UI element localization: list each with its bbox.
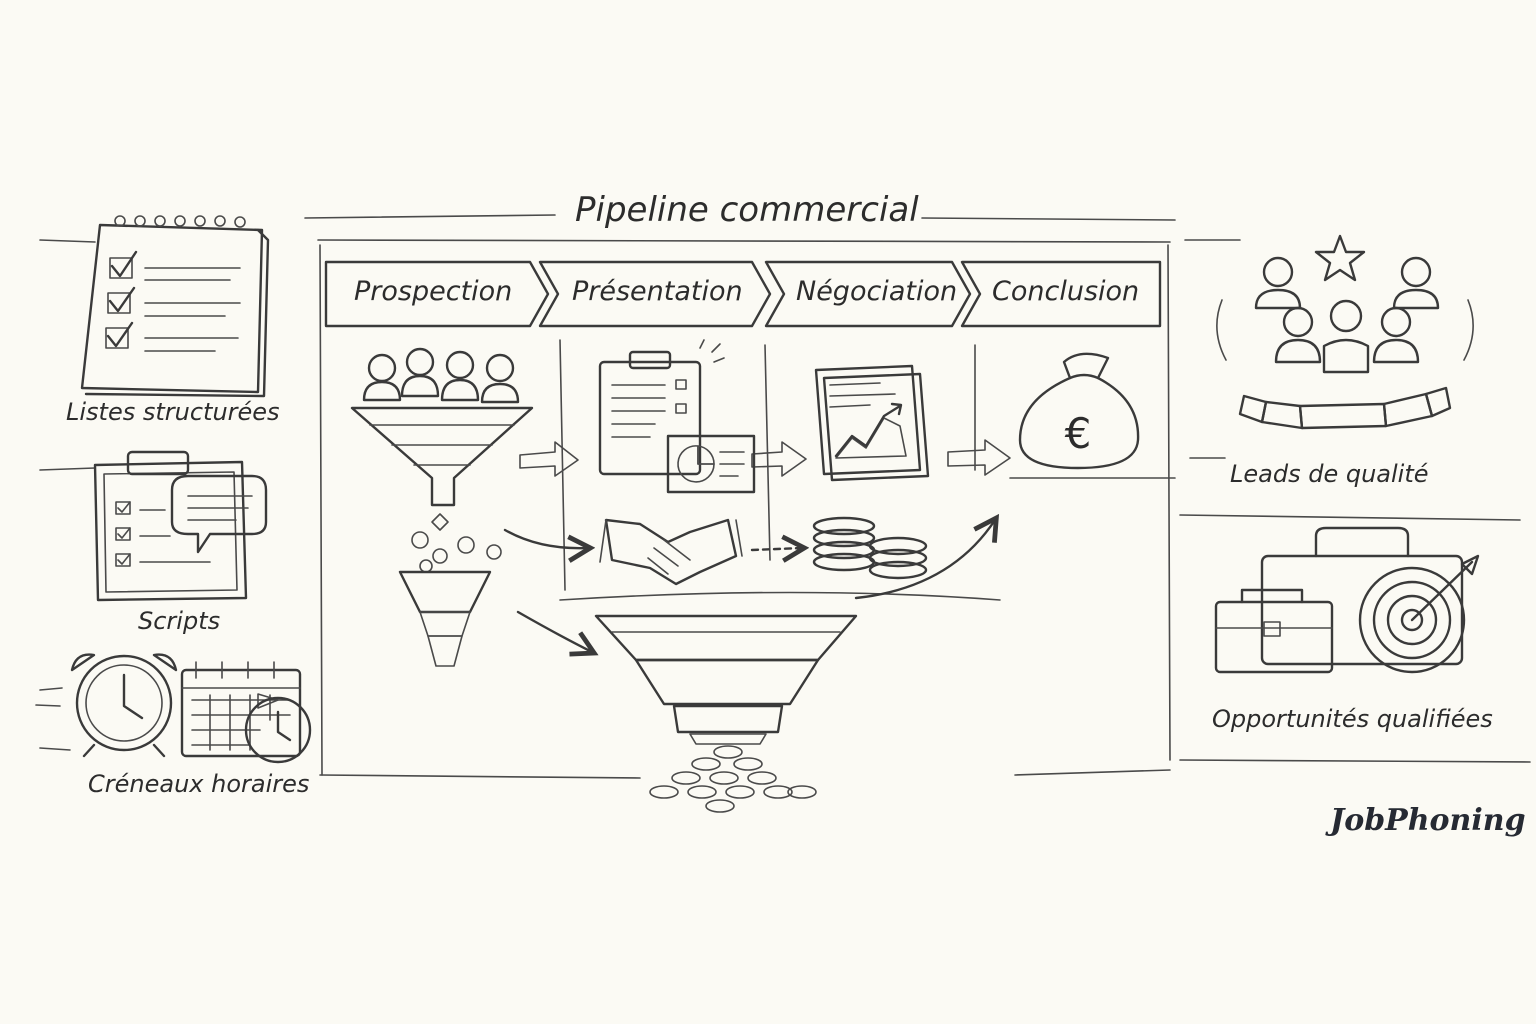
large-funnel-coins-icon xyxy=(594,614,858,813)
stage-label-prospection: Prospection xyxy=(354,276,513,307)
frame-lines xyxy=(39,214,1531,779)
calendar-clock-icon xyxy=(180,661,312,764)
checklist-notepad-icon xyxy=(80,215,270,398)
handshake-icon xyxy=(599,518,743,586)
curved-arrow-2 xyxy=(516,610,592,652)
stage-chevron-1 xyxy=(324,260,550,328)
left-label-scripts: Scripts xyxy=(138,607,221,635)
dashed-arrow xyxy=(750,548,802,550)
arrow-grey xyxy=(947,439,1011,476)
stage-chevron-4 xyxy=(960,260,1162,328)
left-label-creneaux: Créneaux horaires xyxy=(88,770,310,798)
rising-arrow xyxy=(854,520,995,600)
money-bag-icon: € xyxy=(1018,352,1140,470)
people-funnel-icon xyxy=(350,347,534,667)
briefcase-target-icon xyxy=(1214,526,1480,674)
arrow-yellow xyxy=(751,441,807,477)
brand-logo: JobPhoning xyxy=(1330,803,1526,838)
clipboard-speech-icon xyxy=(93,450,268,602)
stage-chevron-2 xyxy=(538,260,772,328)
stage-label-presentation: Présentation xyxy=(572,276,743,307)
alarm-clock-icon xyxy=(35,653,178,758)
left-label-listes: Listes structurées xyxy=(66,398,280,426)
currency-symbol: € xyxy=(1065,409,1092,458)
stage-chevron-3 xyxy=(764,260,972,328)
arrow-teal xyxy=(519,441,579,477)
team-star-icon xyxy=(1216,234,1474,430)
stage-label-conclusion: Conclusion xyxy=(992,276,1140,307)
coin-stack-icon xyxy=(812,516,928,580)
clipboard-presentation-icon xyxy=(598,339,756,494)
diagram-title: Pipeline commercial xyxy=(575,190,919,230)
stage-label-negociation: Négociation xyxy=(796,276,958,307)
curved-arrow-1 xyxy=(503,528,588,548)
right-label-opportunites: Opportunités qualifiées xyxy=(1212,705,1493,733)
stage-bar xyxy=(324,260,1162,328)
right-label-leads: Leads de qualité xyxy=(1230,460,1429,488)
growth-report-icon xyxy=(814,364,930,482)
